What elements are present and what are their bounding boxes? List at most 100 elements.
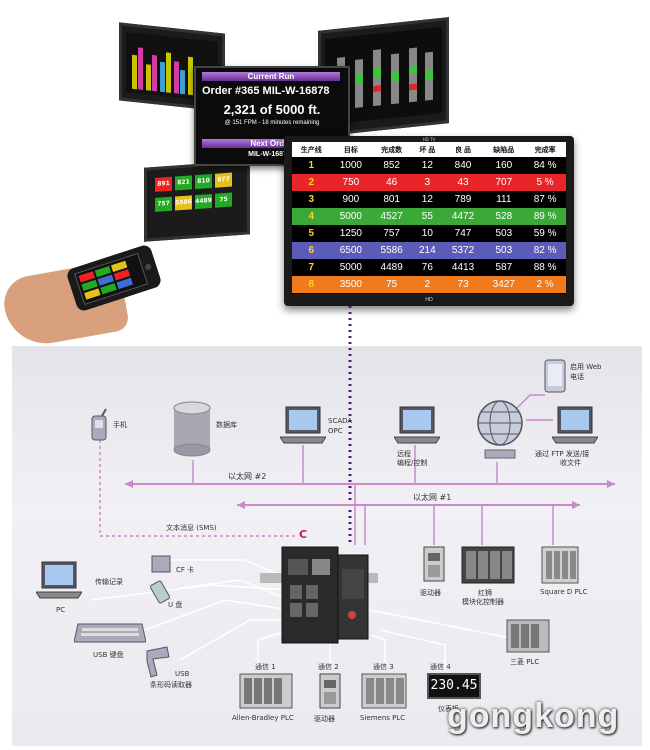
table-cell-bad: 12 [421, 194, 433, 205]
table-cell-target: 750 [342, 177, 360, 188]
table-cell-bad: 10 [421, 228, 433, 239]
comm-4-label: 通信 4 [430, 663, 451, 671]
square-d-plc-icon [541, 546, 579, 584]
order-status-screen: Current Run Order #365 MIL-W-16878 2,321… [194, 66, 350, 166]
table-cell-rate: 82 % [533, 245, 557, 256]
pc-label: PC [56, 606, 66, 614]
cf-card-label: CF 卡 [176, 566, 195, 574]
table-cell-defect: 587 [495, 262, 513, 273]
bar-chart-screen [126, 32, 218, 102]
allen-bradley-plc-icon [239, 673, 293, 709]
usb-label: USB [175, 670, 190, 678]
order-rate: @ 151 FPM - 18 minutes remaining [224, 120, 320, 126]
usb-keyboard-icon [74, 623, 146, 643]
table-cell-target: 1250 [339, 228, 362, 239]
table-cell-done: 757 [383, 228, 400, 239]
table-cell-line: 6 [308, 245, 315, 256]
transfer-record-label: 传输记录 [95, 578, 123, 586]
next-order-bar: Next Order [202, 139, 340, 148]
table-cell-target: 5000 [339, 262, 362, 273]
table-cell-defect: 111 [496, 194, 512, 205]
table-cell-line: 3 [308, 194, 315, 205]
modular-controller-icon [461, 546, 515, 584]
table-header-cell: 目标 [330, 142, 372, 157]
table-cell-defect: 707 [495, 177, 513, 188]
remote-laptop-icon [394, 406, 440, 444]
table-cell-good: 789 [454, 194, 472, 205]
usb-keyboard-label: USB 键盘 [93, 651, 124, 659]
ftp-laptop-icon [552, 406, 598, 444]
table-cell-good: 4413 [451, 262, 475, 273]
table-header-cell: 良 品 [442, 142, 484, 157]
square-d-label: Square D PLC [540, 588, 588, 596]
order-progress: 2,321 of 5000 ft. [223, 102, 321, 117]
table-cell-good: 747 [454, 228, 472, 239]
barcode-label: 条形码读取器 [150, 681, 192, 689]
table-header-cell: 坏 品 [412, 142, 443, 157]
database-icon [173, 401, 211, 457]
table-cell-done: 852 [383, 160, 400, 171]
ethernet-2-label: 以太网 #2 [228, 472, 267, 481]
table-cell-good: 73 [457, 279, 469, 290]
central-controller [260, 546, 378, 644]
ftp-label-1: 通过 FTP 发送/接 [535, 450, 590, 458]
comm-1-label: 通信 1 [255, 663, 276, 671]
table-cell-defect: 503 [495, 245, 513, 256]
current-run-bar: Current Run [202, 72, 340, 81]
usb-disk-icon [150, 580, 170, 604]
table-cell-line: 1 [308, 160, 315, 171]
table-header-cell: 完成数 [371, 142, 413, 157]
table-cell-good: 4472 [451, 211, 475, 222]
table-cell-rate: 59 % [533, 228, 557, 239]
table-cell-defect: 3427 [492, 279, 515, 290]
table-header-cell: 完成率 [524, 142, 566, 157]
phone-screen [74, 252, 152, 305]
table-header-row: 生产线目标完成数坏 品良 品缺陷品完成率 [292, 142, 566, 157]
ethernet-1-label: 以太网 #1 [413, 493, 452, 502]
table-cell-target: 3500 [339, 279, 362, 290]
table-cell-rate: 88 % [533, 262, 557, 273]
web-phone-icon [544, 359, 566, 393]
table-cell-target: 1000 [339, 160, 362, 171]
drive-2-label: 驱动器 [314, 715, 335, 723]
gauge-monitor [318, 17, 449, 137]
mobile-phone-icon [91, 408, 107, 441]
comm-3-label: 通信 3 [373, 663, 394, 671]
table-cell-bad: 12 [421, 160, 433, 171]
table-cell-target: 5000 [339, 211, 362, 222]
table-cell-bad: 214 [418, 245, 436, 256]
table-cell-defect: 503 [495, 228, 513, 239]
table-cell-rate: 84 % [533, 160, 557, 171]
table-header-cell: 缺陷品 [483, 142, 525, 157]
mobile-phone-label: 手机 [113, 421, 127, 429]
scada-laptop-icon [280, 406, 326, 444]
table-cell-line: 2 [308, 177, 315, 188]
table-cell-rate: 87 % [533, 194, 557, 205]
pc-laptop-icon [36, 561, 82, 599]
table-cell-done: 4489 [380, 262, 403, 273]
table-cell-rate: 89 % [533, 211, 557, 222]
web-label-1: 启用 Web [570, 363, 602, 371]
drive-label: 驱动器 [420, 589, 441, 597]
siemens-plc-icon [361, 673, 407, 709]
table-cell-line: 5 [308, 228, 315, 239]
redlion-label-1: 红狮 [478, 589, 492, 597]
drive-icon [423, 546, 445, 582]
internet-globe-icon [477, 400, 523, 459]
drive-2-icon [319, 673, 341, 709]
table-cell-bad: 3 [424, 177, 431, 188]
redlion-label-2: 模块化控制器 [462, 598, 504, 606]
remote-label-2: 编程/控制 [397, 459, 428, 467]
comm-2-label: 通信 2 [318, 663, 339, 671]
database-label: 数据库 [216, 421, 237, 429]
ab-plc-label: Allen-Bradley PLC [232, 714, 294, 722]
